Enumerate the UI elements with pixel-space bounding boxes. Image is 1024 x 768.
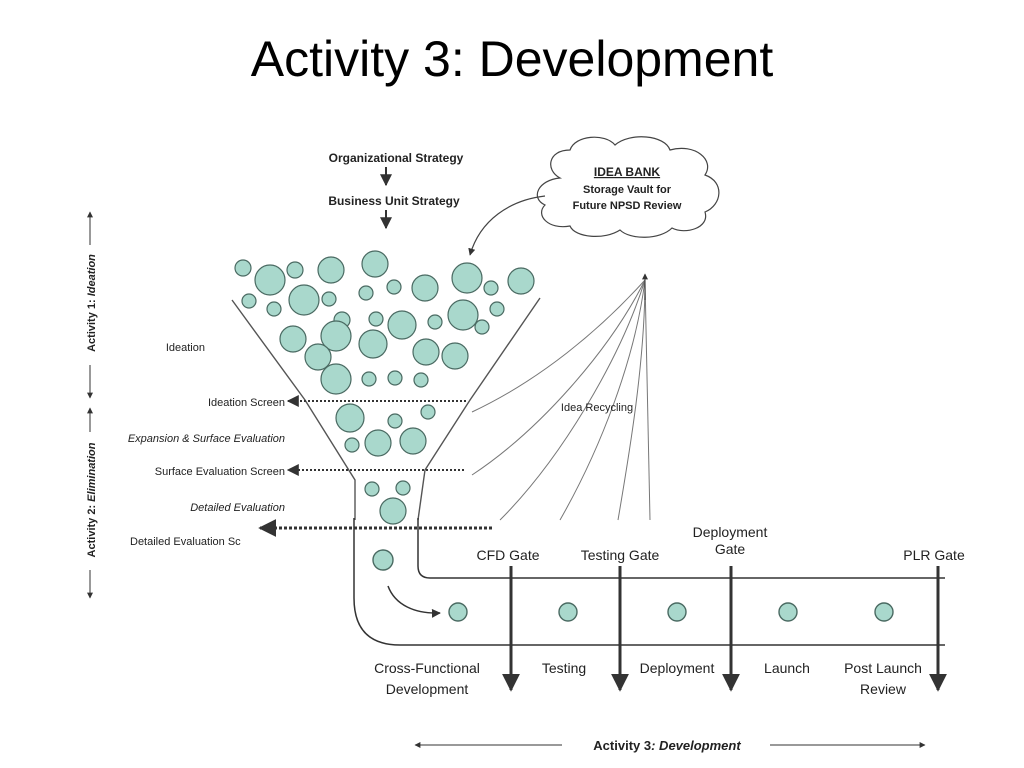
testing-stage-label: Testing [542,660,586,676]
cfd-stage-label-line1: Cross-Functional [374,660,480,676]
activity3-label: Activity 3: Development [593,738,741,753]
testing-gate-label: Testing Gate [581,547,660,563]
organizational-strategy-label: Organizational Strategy [329,151,464,165]
stage-bubbles [448,602,894,622]
business-unit-strategy-label: Business Unit Strategy [328,194,460,208]
entry-arrow [387,585,441,618]
activity2-label: Activity 2: Elimination [86,442,98,557]
expansion-label: Expansion & Surface Evaluation [128,433,285,445]
slide-title: Activity 3: Development [250,31,774,87]
idea-bank-cloud: IDEA BANK Storage Vault for Future NPSD … [536,136,720,238]
ideation-label: Ideation [166,342,205,354]
cfd-gate-label: CFD Gate [476,547,539,563]
pipeline-lower-wall [353,518,945,646]
cfd-stage-label-line2: Development [386,681,469,697]
funnel-right-wall [417,297,541,521]
deployment-stage-label: Deployment [640,660,715,676]
idea-bank-title: IDEA BANK [594,165,661,179]
idea-bank-line1: Storage Vault for [583,184,672,196]
idea-bubbles [234,250,535,525]
funnel-left-wall [231,299,356,520]
surface-screen-label: Surface Evaluation Screen [155,466,285,478]
idea-bank-line2: Future NPSD Review [573,200,682,212]
activity1-label: Activity 1: Ideation [86,254,98,352]
deployment-gate-label-line1: Deployment [693,524,768,540]
deployment-gate-label-line2: Gate [715,541,746,557]
post-launch-stage-label-line1: Post Launch [844,660,922,676]
detailed-screen-label: Detailed Evaluation Sc [130,536,241,548]
launch-stage-label: Launch [764,660,810,676]
idea-bank-arrow [468,195,546,256]
detailed-evaluation-label: Detailed Evaluation [190,502,285,514]
idea-recycling-label: Idea Recycling [561,402,633,414]
ideation-screen-label: Ideation Screen [208,397,285,409]
idea-recycling-lines [471,279,651,521]
entry-bubble [372,549,394,571]
pipeline-upper-wall [417,518,945,579]
plr-gate-label: PLR Gate [903,547,965,563]
post-launch-stage-label-line2: Review [860,681,907,697]
